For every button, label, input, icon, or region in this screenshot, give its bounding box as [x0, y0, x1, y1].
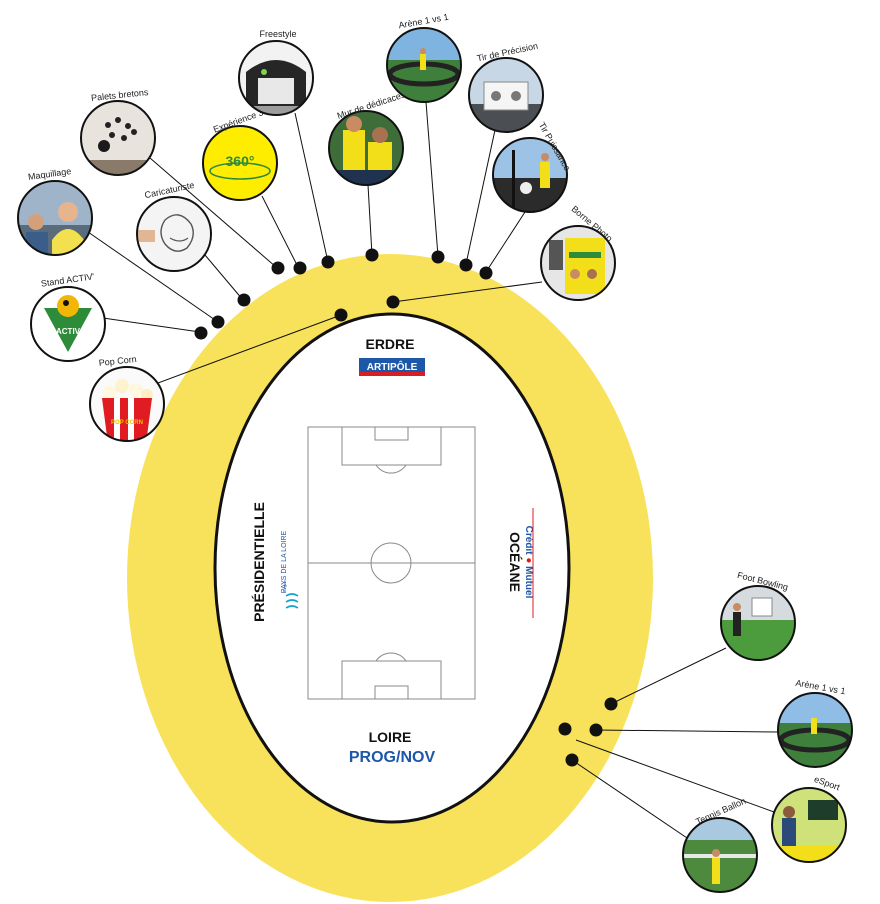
activity-experience-360[interactable]: 360° Expérience 360	[202, 104, 278, 201]
activity-esport[interactable]: eSport	[771, 774, 848, 864]
sponsor-region-logo: Région PAYS DE LA LOIRE	[281, 530, 288, 593]
marker-dot[interactable]	[365, 248, 379, 262]
activity-palets-bretons[interactable]: Palets bretons	[80, 87, 157, 178]
sponsor-region-wave-icon	[285, 593, 299, 609]
activity-arene-1vs1-bottom[interactable]: Arène 1 vs 1	[777, 678, 854, 768]
marker-dot[interactable]	[479, 266, 493, 280]
activity-label: Maquillage	[27, 166, 71, 182]
activity-caricaturiste[interactable]: Caricaturiste	[136, 180, 213, 273]
svg-text:PROG/NOV: PROG/NOV	[349, 749, 436, 766]
activ-logo-text: ACTIV	[56, 327, 81, 336]
activity-borne-photo[interactable]: Borne Photo	[540, 204, 617, 302]
activity-arene-1vs1-top[interactable]: Arène 1 vs 1	[386, 12, 463, 103]
stand-south-label: LOIRE	[369, 729, 412, 745]
activity-freestyle[interactable]: Freestyle	[238, 29, 315, 118]
marker-dot[interactable]	[321, 255, 335, 269]
stadium-inner-bowl	[213, 312, 571, 824]
connector-dots	[194, 248, 618, 767]
sponsor-region-small: Région	[282, 580, 287, 593]
activity-tir-puissance[interactable]: Tir Puissance	[492, 121, 572, 214]
sponsor-artipole-logo: ARTIPÔLE	[359, 358, 425, 376]
football-pitch	[307, 426, 476, 700]
marker-dot[interactable]	[237, 293, 251, 307]
sponsor-prognov-logo: PROG/NOV	[349, 749, 436, 766]
sponsor-mutuel-text: Mutuel	[523, 566, 534, 598]
svg-text:Crédit ● Mutuel: Crédit ● Mutuel	[523, 526, 534, 599]
activity-tir-de-precision[interactable]: Tir de Précision	[468, 41, 545, 134]
activity-label: Freestyle	[259, 29, 296, 39]
marker-dot[interactable]	[565, 753, 579, 767]
activity-mur-de-dedicaces[interactable]: Mur de dédicaces	[328, 89, 407, 188]
marker-dot[interactable]	[459, 258, 473, 272]
sponsor-credit-mutuel-logo: Crédit ● Mutuel	[523, 526, 534, 599]
marker-dot[interactable]	[293, 261, 307, 275]
activity-tennis-ballon[interactable]: Tennis Ballon	[682, 796, 759, 893]
sponsor-artipole-text: ARTIPÔLE	[367, 360, 418, 373]
marker-dot[interactable]	[386, 295, 400, 309]
activity-maquillage[interactable]: Maquillage	[17, 166, 94, 260]
sponsor-prog-text: PROG	[349, 749, 396, 766]
activity-stand-activ[interactable]: ACTIV Stand ACTIV'	[30, 271, 106, 362]
marker-dot[interactable]	[431, 250, 445, 264]
marker-dot[interactable]	[604, 697, 618, 711]
marker-dot[interactable]	[589, 723, 603, 737]
stand-west-label: PRÉSIDENTIELLE	[251, 502, 267, 622]
sponsor-nov-text: NOV	[400, 749, 435, 766]
marker-dot[interactable]	[334, 308, 348, 322]
popcorn-box-text: POP CORN	[111, 420, 143, 426]
activity-label: Pop Corn	[98, 354, 137, 368]
activity-foot-bowling[interactable]: Foot Bowling	[720, 570, 797, 661]
sponsor-region-text: PAYS DE LA LOIRE	[281, 530, 288, 593]
badge-360-text: 360°	[226, 153, 255, 169]
stand-north-label: ERDRE	[365, 336, 414, 352]
activity-pop-corn[interactable]: POP CORN Pop Corn	[89, 354, 166, 444]
marker-dot[interactable]	[194, 326, 208, 340]
marker-dot[interactable]	[558, 722, 572, 736]
rotation-arrow-icon	[209, 162, 271, 180]
marker-dot[interactable]	[271, 261, 285, 275]
marker-dot[interactable]	[211, 315, 225, 329]
stand-east-label: OCÉANE	[507, 532, 523, 592]
connector-lines	[87, 101, 779, 841]
sponsor-credit-text: Crédit	[523, 526, 534, 556]
